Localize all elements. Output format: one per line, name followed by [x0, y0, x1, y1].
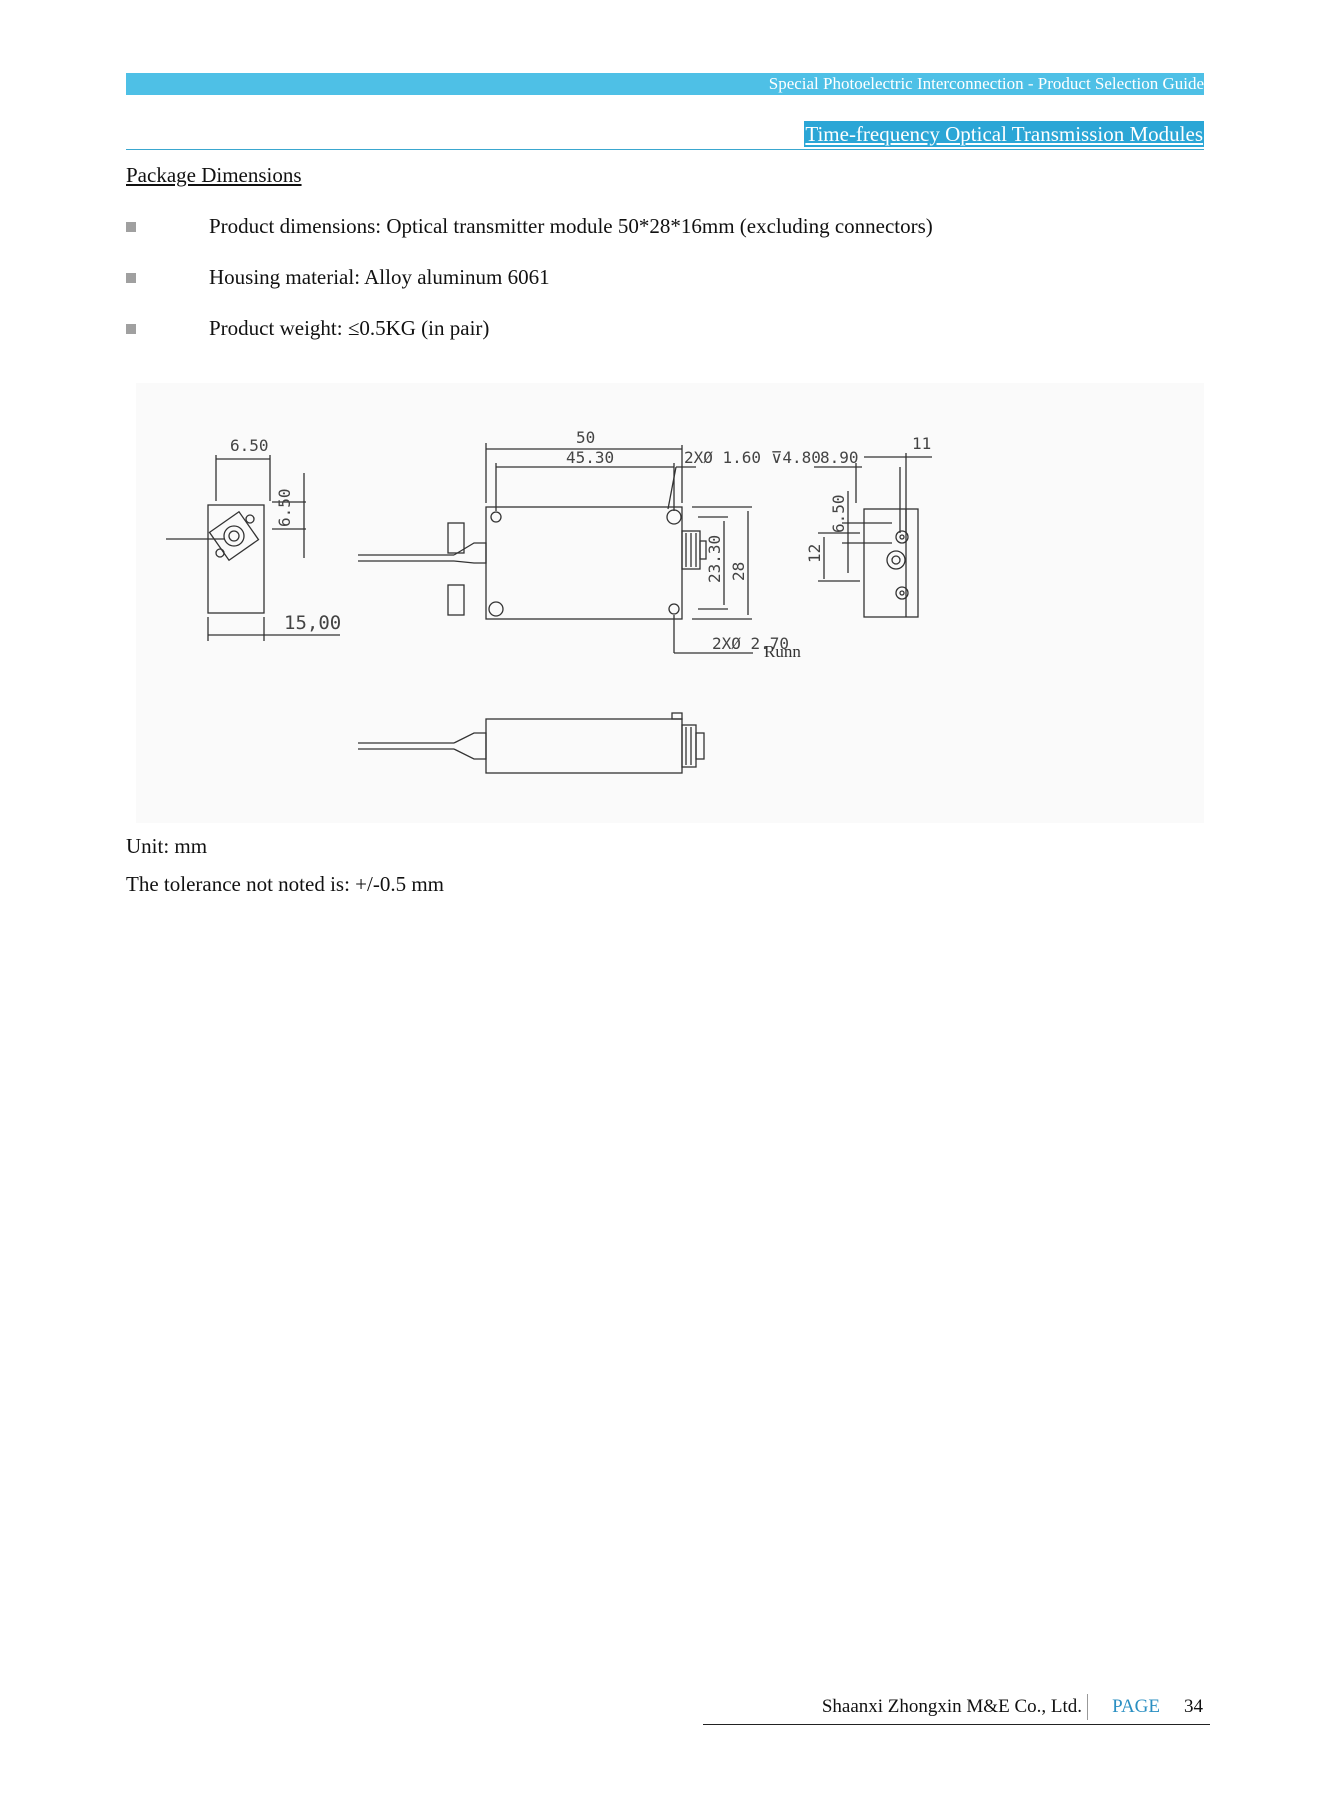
dim-side-width: 6.50: [230, 436, 269, 455]
dim-bottom-note: Runn: [764, 642, 801, 661]
tolerance-note: The tolerance not noted is: +/-0.5 mm: [126, 872, 445, 896]
square-bullet-icon: [126, 221, 136, 232]
header-band-text: Special Photoelectric Interconnection - …: [768, 74, 1204, 93]
unit-note: Unit: mm: [126, 834, 208, 858]
dim-top-height: 28: [729, 562, 748, 581]
dim-end-width: 11: [912, 434, 931, 453]
header-divider: [126, 149, 1204, 150]
dim-top-inner-height: 23.30: [705, 535, 724, 583]
dimension-drawing: 6.50 6.50 15,00 50 45.30 2XØ 1.60 ⊽4.80 …: [136, 383, 1204, 823]
dim-top-length: 50: [576, 428, 595, 447]
section-heading: Package Dimensions: [126, 163, 302, 187]
end-view-body: [863, 508, 919, 618]
side-view-bottom-body: [485, 718, 683, 774]
bullet-text: Product weight: ≤0.5KG (in pair): [209, 316, 490, 340]
top-view-body: [485, 506, 683, 620]
side-view-flange: [208, 510, 260, 562]
footer-page-label: PAGE: [1112, 1696, 1160, 1717]
bullet-text: Product dimensions: Optical transmitter …: [209, 214, 933, 238]
bullet-item: Housing material: Alloy aluminum 6061: [126, 265, 550, 290]
section-tag: Time-frequency Optical Transmission Modu…: [804, 121, 1204, 147]
dim-side-base: 15,00: [284, 612, 341, 634]
page-footer: Shaanxi Zhongxin M&E Co., Ltd. PAGE 34: [703, 1692, 1210, 1725]
side-view-body: [207, 504, 265, 614]
bullet-item: Product dimensions: Optical transmitter …: [126, 214, 933, 239]
bullet-text: Housing material: Alloy aluminum 6061: [209, 265, 550, 289]
square-bullet-icon: [126, 323, 136, 334]
square-bullet-icon: [126, 272, 136, 283]
dimension-drawing-svg: 6.50 6.50 15,00 50 45.30 2XØ 1.60 ⊽4.80 …: [166, 428, 932, 774]
footer-separator: [1087, 1694, 1088, 1720]
dim-side-height: 6.50: [275, 488, 294, 527]
dim-top-hole-spec: 2XØ 1.60 ⊽4.80: [684, 448, 821, 467]
dim-end-height: 12: [805, 544, 824, 563]
footer-company: Shaanxi Zhongxin M&E Co., Ltd.: [821, 1696, 1082, 1717]
footer-page-number: 34: [1184, 1696, 1203, 1717]
dim-top-hole-span: 45.30: [566, 448, 614, 467]
bullet-item: Product weight: ≤0.5KG (in pair): [126, 316, 489, 341]
dim-bottom-hole-spec: 2XØ 2.70: [712, 634, 789, 653]
header-band: Special Photoelectric Interconnection - …: [126, 73, 1204, 95]
dim-end-hole: 6.50: [829, 494, 848, 533]
dim-end-offset: 8.90: [820, 448, 859, 467]
